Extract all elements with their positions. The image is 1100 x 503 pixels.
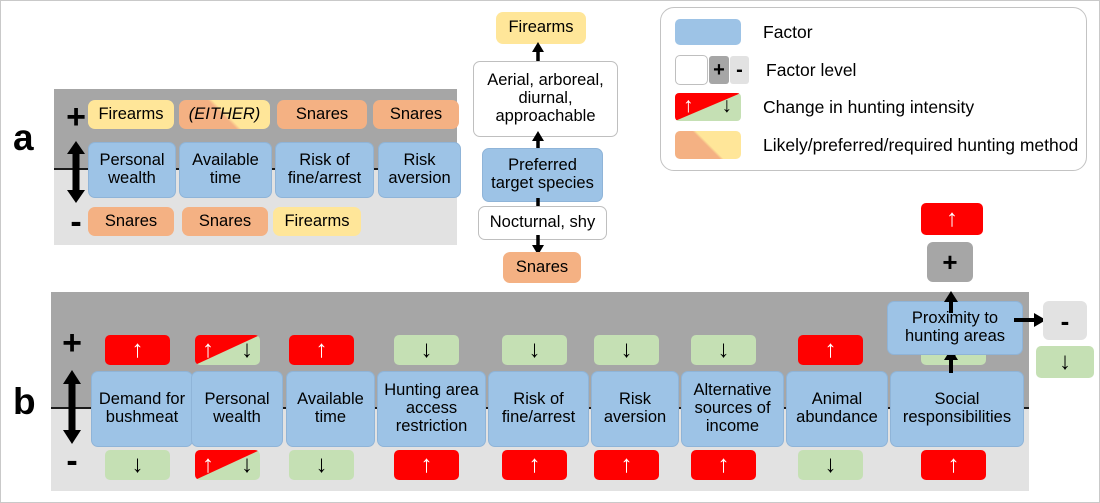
legend-label-method: Likely/preferred/required hunting method [763, 134, 1079, 155]
panel-b-plus-sign: + [62, 324, 82, 362]
panel-b-external-plus-change: ↑ [921, 203, 983, 235]
panel-b-plus-change-7: ↓ [691, 335, 756, 365]
legend-row-factor: Factor [675, 19, 813, 45]
legend-swatch-method [675, 131, 741, 159]
arrow-up-icon: ↑ [947, 451, 960, 478]
legend-swatch-level-minus: - [730, 56, 749, 84]
flow-center-factor[interactable]: Preferred target species [482, 148, 603, 202]
panel-a-plus-method-3: Snares [277, 100, 367, 129]
legend-label-factor-level: Factor level [766, 59, 857, 80]
legend-label-change: Change in hunting intensity [763, 96, 975, 117]
panel-b-minus-change-3: ↓ [289, 450, 354, 480]
legend-change-down-icon: ↓ [721, 94, 733, 117]
panel-a-factor-3[interactable]: Risk of fine/arrest [275, 142, 374, 198]
panel-b-external-plus-chip: + [927, 242, 973, 282]
arrow-down-icon: ↓ [420, 336, 433, 363]
panel-b-plus-change-6: ↓ [594, 335, 659, 365]
panel-a-plus-method-4: Snares [373, 100, 459, 129]
panel-b-factor-4[interactable]: Hunting area access restriction [377, 371, 486, 447]
arrow-up-icon: ↑ [946, 205, 958, 232]
panel-a-plus-sign: + [66, 98, 86, 136]
panel-b-letter: b [13, 381, 36, 422]
arrow-down-icon: ↓ [241, 451, 253, 478]
flow-top-method: Firearms [496, 12, 586, 44]
panel-b-minus-change-4: ↑ [394, 450, 459, 480]
panel-b-factor-7[interactable]: Alternative sources of income [681, 371, 784, 447]
arrow-up-icon: ↑ [620, 451, 633, 478]
panel-b-external-minus-change: ↓ [1036, 346, 1094, 378]
legend-label-factor: Factor [763, 21, 813, 42]
panel-b-factor-9[interactable]: Social responsibilities [890, 371, 1024, 447]
panel-a-letter: a [13, 117, 34, 158]
panel-a-minus-sign: - [70, 203, 82, 241]
flow-bottom-traits: Nocturnal, shy [478, 206, 607, 240]
panel-a-plus-method-2: (EITHER) [179, 100, 270, 129]
panel-a-minus-method-3: Firearms [273, 207, 361, 236]
panel-b-minus-change-9: ↑ [921, 450, 986, 480]
panel-b-minus-change-5: ↑ [502, 450, 567, 480]
flow-arrow-down-2 [532, 235, 544, 255]
arrow-up-icon: ↑ [717, 451, 730, 478]
panel-a-minus-method-1: Snares [88, 207, 174, 236]
arrow-up-icon: ↑ [131, 336, 144, 363]
arrow-down-icon: ↓ [528, 336, 541, 363]
arrow-down-icon: ↓ [824, 451, 837, 478]
panel-b-factor-1[interactable]: Demand for bushmeat [91, 371, 193, 447]
panel-b-minus-change-7: ↑ [691, 450, 756, 480]
panel-b-minus-change-1: ↓ [105, 450, 170, 480]
flow-bottom-method: Snares [503, 252, 581, 283]
legend-change-up-icon: ↑ [683, 94, 694, 117]
arrow-down-icon: ↓ [241, 336, 253, 363]
legend-swatch-level-plus: + [709, 56, 729, 84]
panel-b-factor-2[interactable]: Personal wealth [191, 371, 283, 447]
panel-a-plus-method-1: Firearms [88, 100, 174, 129]
arrow-down-icon: ↓ [1059, 348, 1071, 375]
panel-b-plus-change-8: ↑ [798, 335, 863, 365]
arrow-up-icon: ↑ [202, 451, 214, 478]
arrow-down-icon: ↓ [315, 451, 328, 478]
panel-b-factor-3[interactable]: Available time [286, 371, 375, 447]
panel-a-minus-method-2: Snares [182, 207, 268, 236]
panel-b-minus-change-2: ↑ ↓ [195, 450, 260, 480]
panel-b-external-factor[interactable]: Proximity to hunting areas [887, 301, 1023, 355]
arrow-up-icon: ↑ [202, 336, 214, 363]
legend-swatch-change: ↑ ↓ [675, 93, 741, 121]
legend-row-change: ↑ ↓ Change in hunting intensity [675, 93, 974, 121]
panel-a-factor-2[interactable]: Available time [179, 142, 272, 198]
panel-b-plus-change-4: ↓ [394, 335, 459, 365]
legend-swatch-factor [675, 19, 741, 45]
panel-b-factor-5[interactable]: Risk of fine/arrest [488, 371, 589, 447]
panel-a-level-axis-arrow [67, 141, 85, 203]
panel-a-factor-1[interactable]: Personal wealth [88, 142, 176, 198]
panel-a-factor-4[interactable]: Risk aversion [378, 142, 461, 198]
panel-b-level-axis-arrow [63, 370, 81, 444]
flow-arrow-up-1 [532, 42, 544, 62]
legend-row-method: Likely/preferred/required hunting method [675, 131, 1078, 159]
proximity-arrow-right [1014, 313, 1046, 327]
arrow-down-icon: ↓ [717, 336, 730, 363]
arrow-up-icon: ↑ [528, 451, 541, 478]
panel-b-minus-sign: - [66, 442, 78, 480]
panel-b-plus-change-1: ↑ [105, 335, 170, 365]
panel-b-factor-6[interactable]: Risk aversion [591, 371, 679, 447]
panel-b-minus-change-6: ↑ [594, 450, 659, 480]
arrow-up-icon: ↑ [420, 451, 433, 478]
arrow-down-icon: ↓ [620, 336, 633, 363]
panel-b-factor-8[interactable]: Animal abundance [786, 371, 888, 447]
panel-b-plus-change-5: ↓ [502, 335, 567, 365]
panel-b-external-minus-chip: - [1043, 301, 1087, 340]
arrow-up-icon: ↑ [315, 336, 328, 363]
panel-b-minus-change-8: ↓ [798, 450, 863, 480]
flow-top-traits: Aerial, arboreal, diurnal, approachable [473, 61, 618, 137]
legend-panel: Factor + - Factor level ↑ ↓ Change in hu… [660, 7, 1087, 171]
legend-row-factor-level: + - Factor level [675, 55, 856, 85]
panel-b-plus-change-3: ↑ [289, 335, 354, 365]
arrow-down-icon: ↓ [131, 451, 144, 478]
panel-b-plus-change-2: ↑ ↓ [195, 335, 260, 365]
legend-swatch-level-blank [675, 55, 708, 85]
arrow-up-icon: ↑ [824, 336, 837, 363]
proximity-arrow-up-to-plus [944, 291, 958, 313]
